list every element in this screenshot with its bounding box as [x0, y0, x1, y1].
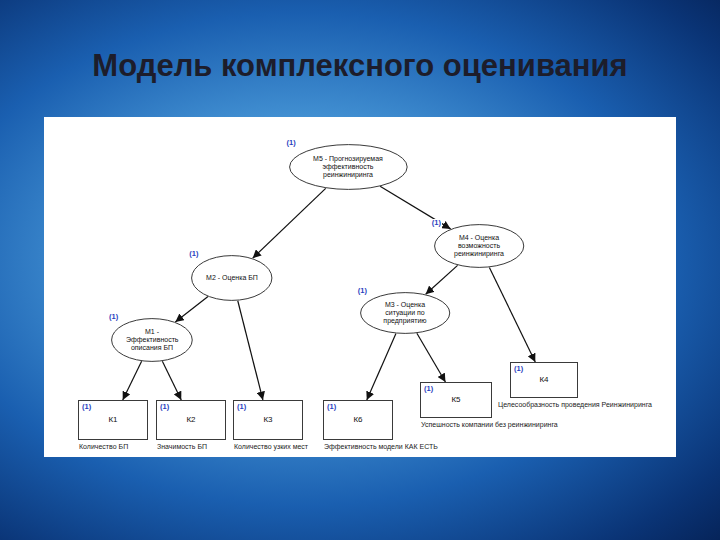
weight-label: (1)	[423, 385, 434, 393]
connector-arrow	[253, 188, 326, 258]
criterion-box: (1)К2Значимость БП	[156, 400, 226, 440]
criterion-name: К5	[451, 395, 460, 404]
weight-label: (1)	[326, 403, 337, 411]
criterion-name: К6	[353, 415, 362, 424]
weight-label: (1)	[431, 219, 442, 227]
model-ellipse: (1)М3 - Оценка ситуации по предприятию	[360, 292, 450, 334]
weight-label: (1)	[513, 365, 524, 373]
model-name: М3 - Оценка ситуации по предприятию	[376, 301, 434, 326]
criterion-box: (1)К4Целесообразность проведения Реинжин…	[510, 362, 578, 398]
model-name: М5 - Прогнозируемая эффективность реинжи…	[309, 155, 387, 180]
ellipse-shape	[112, 319, 193, 362]
criterion-box: (1)К1Количество БП	[78, 400, 148, 440]
criterion-box: (1)К3Количество узких мест	[233, 400, 303, 440]
connector-arrow	[489, 267, 535, 362]
model-ellipse: (1)М4 - Оценка возможность реинжиниринга	[434, 224, 524, 268]
ellipse-shape	[434, 225, 523, 268]
criterion-box: (1)К5Успешность компании без реинжинирин…	[420, 382, 492, 418]
model-name: М4 - Оценка возможность реинжиниринга	[450, 234, 508, 259]
model-ellipse: (1)М5 - Прогнозируемая эффективность реи…	[289, 144, 408, 190]
ellipse-shape	[289, 145, 407, 190]
model-name: М1 - Эффективность описания БП	[126, 328, 178, 353]
connector-arrow	[367, 334, 396, 400]
criterion-name: К1	[108, 415, 117, 424]
weight-label: (1)	[188, 250, 199, 258]
connector-arrow	[175, 297, 208, 322]
connector-arrow	[238, 301, 263, 400]
weight-label: (1)	[286, 139, 297, 147]
weight-label: (1)	[159, 403, 170, 411]
weight-label: (1)	[236, 403, 247, 411]
criterion-caption: Количество БП	[79, 443, 128, 451]
criterion-name: К4	[539, 375, 548, 384]
connector-arrow	[426, 265, 458, 294]
connector-arrow	[380, 186, 451, 229]
criterion-caption: Количество узких мест	[234, 443, 308, 451]
criterion-box: (1)К6Эффективность модели КАК ЕСТЬ	[323, 400, 393, 440]
criterion-name: К3	[263, 415, 272, 424]
model-name: М2 - Оценка БП	[206, 274, 258, 282]
weight-label: (1)	[81, 403, 92, 411]
ellipse-shape	[360, 293, 449, 334]
criterion-caption: Значимость БП	[157, 443, 207, 451]
connector-arrow	[417, 333, 446, 382]
slide-title: Модель комплексного оценивания	[0, 48, 720, 84]
connector-arrow	[162, 361, 181, 400]
connector-arrow	[123, 361, 142, 400]
criterion-caption: Эффективность модели КАК ЕСТЬ	[324, 443, 438, 451]
criterion-caption: Целесообразность проведения Реинжиниринг…	[498, 401, 652, 409]
criterion-caption: Успешность компании без реинжиниринга	[421, 421, 558, 429]
weight-label: (1)	[108, 313, 119, 321]
ellipse-shape	[192, 256, 272, 301]
criterion-name: К2	[186, 415, 195, 424]
weight-label: (1)	[357, 287, 368, 295]
model-ellipse: (1)М1 - Эффективность описания БП	[111, 318, 193, 362]
model-ellipse: (1)М2 - Оценка БП	[191, 255, 273, 301]
